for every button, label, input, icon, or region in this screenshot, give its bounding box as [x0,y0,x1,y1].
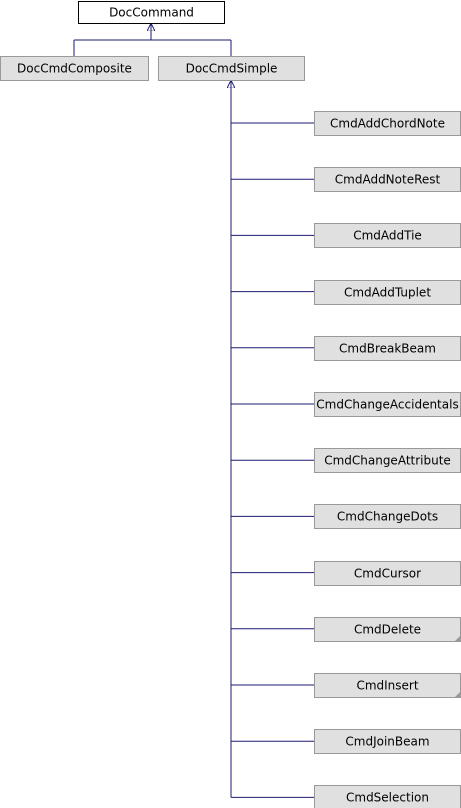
node-box [314,729,461,754]
class-node-cmd-change-dots[interactable]: CmdChangeDots [314,504,461,529]
node-label: CmdChangeDots [337,510,438,524]
node-label: CmdAddTuplet [344,286,431,300]
class-node-cmd-add-note-rest[interactable]: CmdAddNoteRest [314,167,461,192]
node-box [78,1,225,24]
node-label: CmdAddChordNote [330,117,445,131]
edges [73,24,314,798]
class-node-cmd-insert[interactable]: CmdInsert [314,673,461,698]
class-node-cmd-change-accidentals[interactable]: CmdChangeAccidentals [314,392,461,417]
node-box [314,561,461,586]
class-node-cmd-selection[interactable]: CmdSelection [314,785,461,808]
class-node-cmd-cursor[interactable]: CmdCursor [314,561,461,586]
node-box [314,223,461,248]
class-node-cmd-add-tuplet[interactable]: CmdAddTuplet [314,280,461,305]
node-label: CmdDelete [354,623,421,637]
node-box [314,336,461,361]
node-box [314,673,461,698]
node-box [314,111,461,136]
node-label: CmdJoinBeam [345,735,429,749]
more-subclasses-indicator [454,635,461,642]
node-box [314,167,461,192]
node-label: CmdChangeAccidentals [316,398,458,412]
node-box [314,448,461,473]
class-node-doc-cmd-simple[interactable]: DocCmdSimple [158,56,305,81]
node-label: CmdCursor [354,567,421,581]
node-box [0,56,149,81]
node-box [314,504,461,529]
node-box [314,617,461,642]
class-node-cmd-add-tie[interactable]: CmdAddTie [314,223,461,248]
node-label: DocCmdSimple [186,62,278,76]
class-node-doc-command[interactable]: DocCommand [78,1,225,24]
node-label: DocCmdComposite [17,62,132,76]
node-label: CmdAddTie [353,229,422,243]
class-node-cmd-add-chord-note[interactable]: CmdAddChordNote [314,111,461,136]
node-label: DocCommand [109,6,194,20]
node-box [158,56,305,81]
node-label: CmdChangeAttribute [324,454,451,468]
node-label: CmdBreakBeam [339,342,436,356]
class-node-cmd-change-attribute[interactable]: CmdChangeAttribute [314,448,461,473]
more-subclasses-indicator [454,691,461,698]
node-label: CmdInsert [356,679,418,693]
node-label: CmdAddNoteRest [335,173,441,187]
class-node-cmd-join-beam[interactable]: CmdJoinBeam [314,729,461,754]
class-node-cmd-delete[interactable]: CmdDelete [314,617,461,642]
node-label: CmdSelection [346,791,429,805]
class-node-cmd-break-beam[interactable]: CmdBreakBeam [314,336,461,361]
class-node-doc-cmd-composite[interactable]: DocCmdComposite [0,56,149,81]
